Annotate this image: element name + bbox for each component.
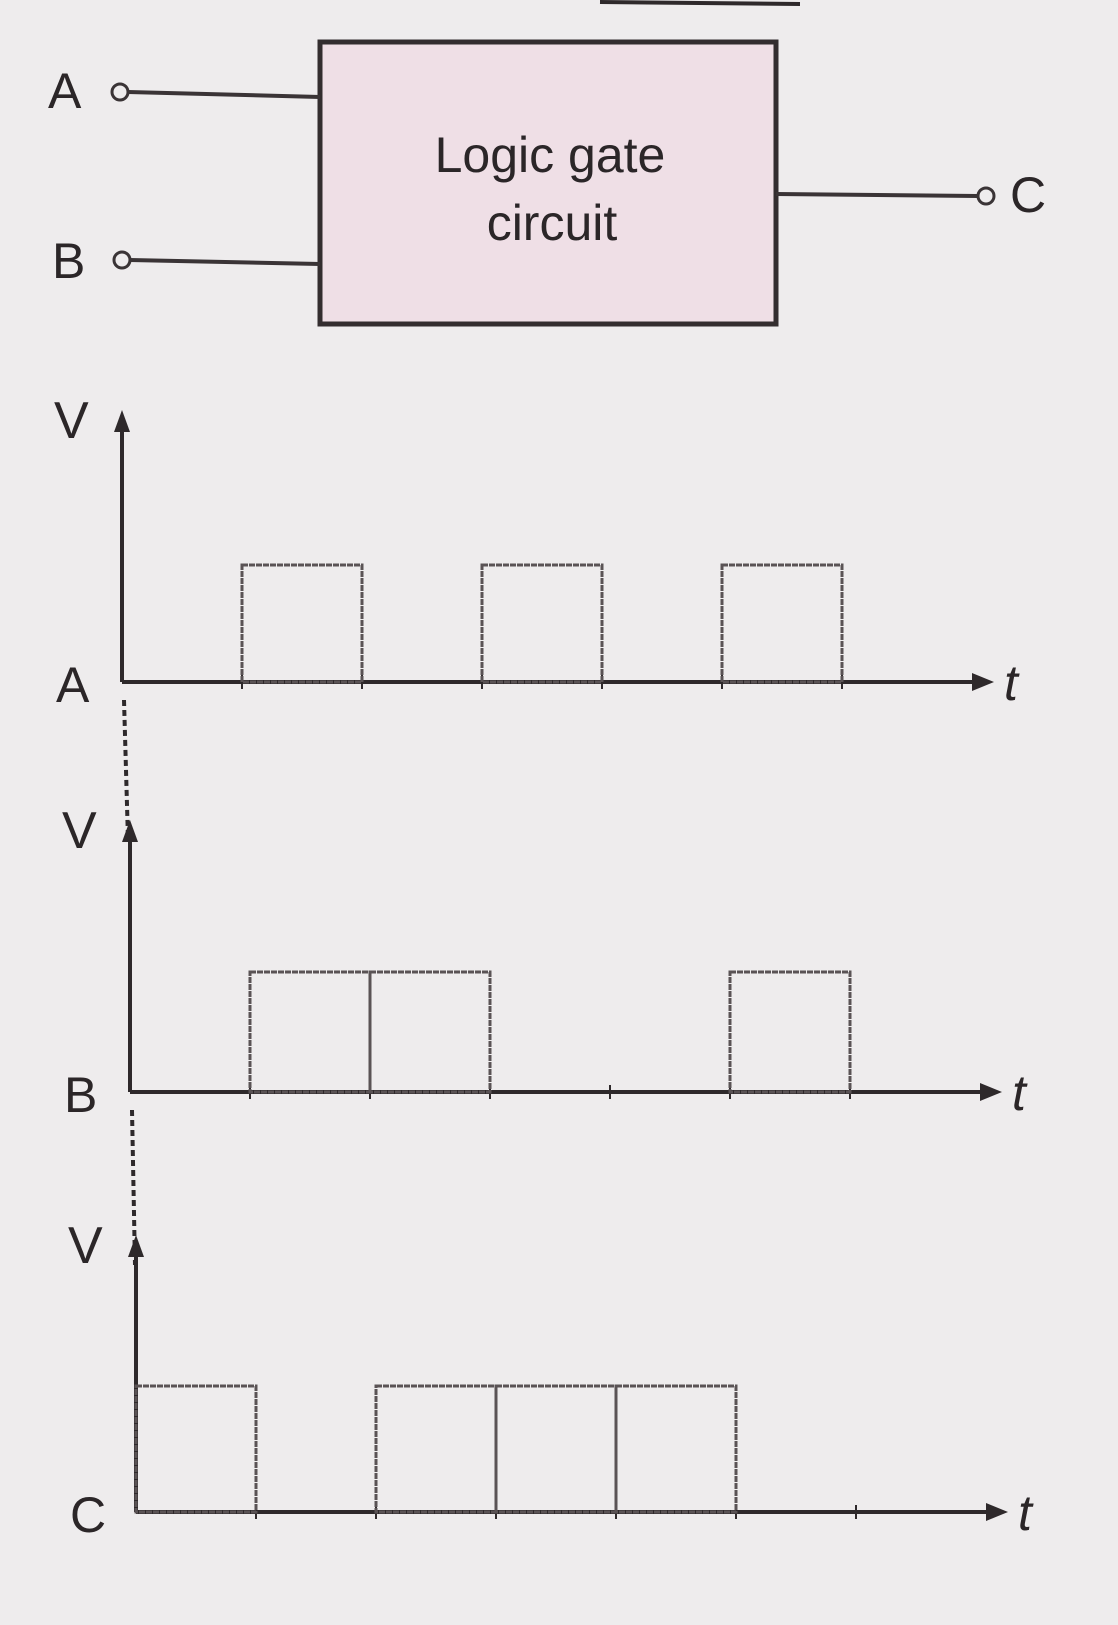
- t-axis-label: t: [1012, 1065, 1028, 1121]
- v-axis-arrow-icon: [122, 820, 138, 842]
- t-axis-label: t: [1018, 1485, 1034, 1541]
- output-c-terminal: [976, 186, 996, 206]
- pulse-high: [720, 563, 844, 684]
- signal-label: B: [64, 1067, 97, 1123]
- gate-label-line2: circuit: [487, 195, 618, 251]
- t-axis-arrow-icon: [972, 673, 994, 691]
- output-c-label: C: [1010, 167, 1046, 223]
- t-axis-arrow-icon: [986, 1503, 1008, 1521]
- gate-label-line1: Logic gate: [435, 127, 666, 183]
- gate-box: [317, 39, 779, 327]
- input-a-label: A: [48, 63, 82, 119]
- t-axis-arrow-icon: [980, 1083, 1002, 1101]
- pulse-high: [494, 1384, 618, 1514]
- logic-gate-block: Logic gate circuit A B C: [48, 39, 1046, 327]
- pulse-high: [374, 1384, 498, 1514]
- alignment-dashed-line-ab: [122, 699, 130, 841]
- signal-label: C: [70, 1487, 106, 1543]
- v-axis-arrow-icon: [114, 410, 130, 432]
- input-a-terminal: [110, 82, 130, 102]
- top-rule: [599, 0, 801, 6]
- v-axis-label: V: [68, 1217, 103, 1275]
- waveform-b: Vt B: [62, 802, 1028, 1123]
- output-c-wire: [775, 192, 979, 198]
- input-b-label: B: [52, 233, 85, 289]
- input-a-wire: [127, 90, 321, 99]
- pulse-high: [614, 1384, 738, 1514]
- input-b-wire: [129, 258, 321, 266]
- v-axis-label: V: [54, 392, 89, 450]
- v-axis-arrow-icon: [128, 1235, 144, 1257]
- alignment-dashed-line-bc: [130, 1109, 137, 1266]
- pulse-high: [728, 970, 852, 1094]
- pulse-high: [134, 1384, 258, 1514]
- v-axis-label: V: [62, 802, 97, 860]
- pulse-high: [480, 563, 604, 684]
- pulse-high: [240, 563, 364, 684]
- signal-label: A: [56, 657, 90, 713]
- t-axis-label: t: [1004, 655, 1020, 711]
- input-b-terminal: [112, 250, 132, 270]
- waveform-c: Vt C: [68, 1217, 1034, 1543]
- pulse-high: [368, 970, 492, 1094]
- pulse-high: [248, 970, 372, 1094]
- waveform-a: Vt A: [54, 392, 1020, 713]
